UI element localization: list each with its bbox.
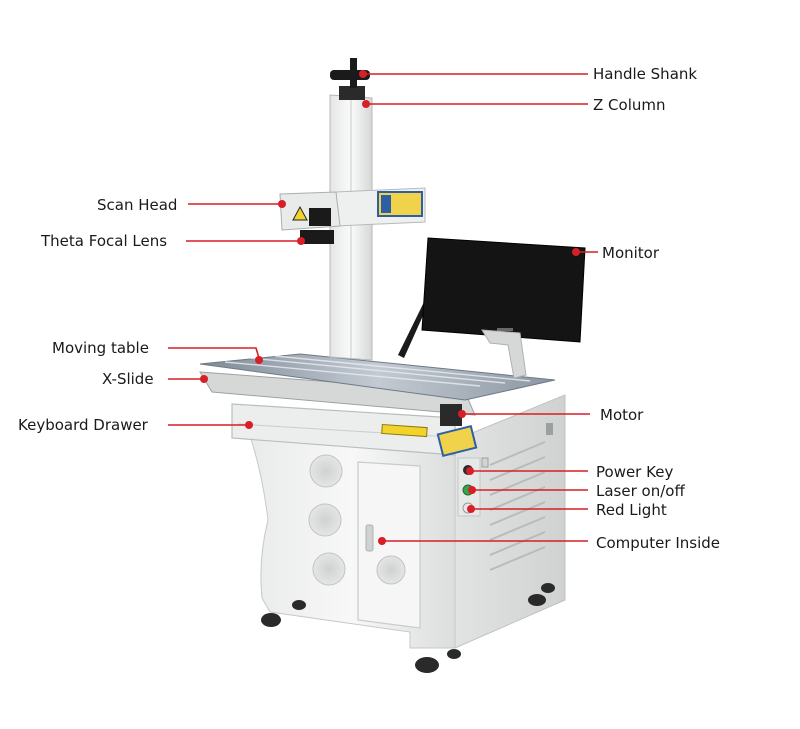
callout-z-column: Z Column [362, 96, 666, 114]
callout-x-slide: X-Slide [102, 370, 208, 388]
label-scan-head: Scan Head [97, 196, 177, 214]
table-t-slots [224, 355, 531, 387]
casters [261, 583, 555, 673]
label-moving-table: Moving table [52, 339, 149, 357]
cabinet-front [247, 429, 456, 649]
vent-middle [308, 503, 342, 537]
callout-scan-head: Scan Head [97, 196, 286, 214]
label-handle-shank: Handle Shank [593, 65, 697, 83]
vent-top [309, 454, 343, 488]
callout-moving-table: Moving table [52, 339, 263, 364]
arm-logo-mark [381, 195, 391, 213]
monitor-screen [421, 237, 586, 343]
monitor-arm [398, 300, 430, 358]
vent-bottom-left [312, 552, 346, 586]
z-column-top-bracket [339, 86, 365, 100]
label-red-light: Red Light [596, 501, 667, 519]
callout-monitor: Monitor [572, 244, 660, 262]
label-z-column: Z Column [593, 96, 666, 114]
callout-computer-inside: Computer Inside [378, 534, 720, 552]
label-x-slide: X-Slide [102, 370, 154, 388]
callout-motor: Motor [458, 406, 644, 424]
label-laser-on-off: Laser on/off [596, 482, 685, 500]
label-monitor: Monitor [602, 244, 660, 262]
callout-red-light: Red Light [467, 501, 667, 519]
label-computer-inside: Computer Inside [596, 534, 720, 552]
label-theta-focal-lens: Theta Focal Lens [40, 232, 167, 250]
side-vent-slots [489, 441, 546, 571]
usb-port [481, 457, 489, 468]
label-power-key: Power Key [596, 463, 673, 481]
machine-illustration [199, 58, 586, 673]
warning-plate [381, 423, 428, 438]
monitor-stand [481, 329, 527, 379]
callouts: Handle Shank Z Column Scan Head Theta Fo… [18, 65, 720, 552]
label-keyboard-drawer: Keyboard Drawer [18, 416, 149, 434]
keyboard-drawer [231, 403, 456, 456]
callout-theta-focal-lens: Theta Focal Lens [40, 232, 305, 250]
vent-bottom-right [376, 555, 406, 585]
callout-handle-shank: Handle Shank [359, 65, 697, 83]
door-handle [365, 524, 374, 552]
laser-warning-label [292, 205, 308, 221]
motor-body [440, 404, 462, 426]
monitor-logo [497, 328, 513, 331]
side-latch [546, 423, 553, 435]
callout-power-key: Power Key [466, 463, 673, 481]
cabinet-door [357, 461, 421, 629]
scan-head-black-block [309, 208, 331, 226]
cabinet-logo-plate [436, 425, 478, 457]
callout-keyboard-drawer: Keyboard Drawer [18, 416, 253, 434]
theta-focal-lens [300, 230, 334, 244]
callout-laser-on-off: Laser on/off [468, 482, 685, 500]
label-motor: Motor [600, 406, 644, 424]
